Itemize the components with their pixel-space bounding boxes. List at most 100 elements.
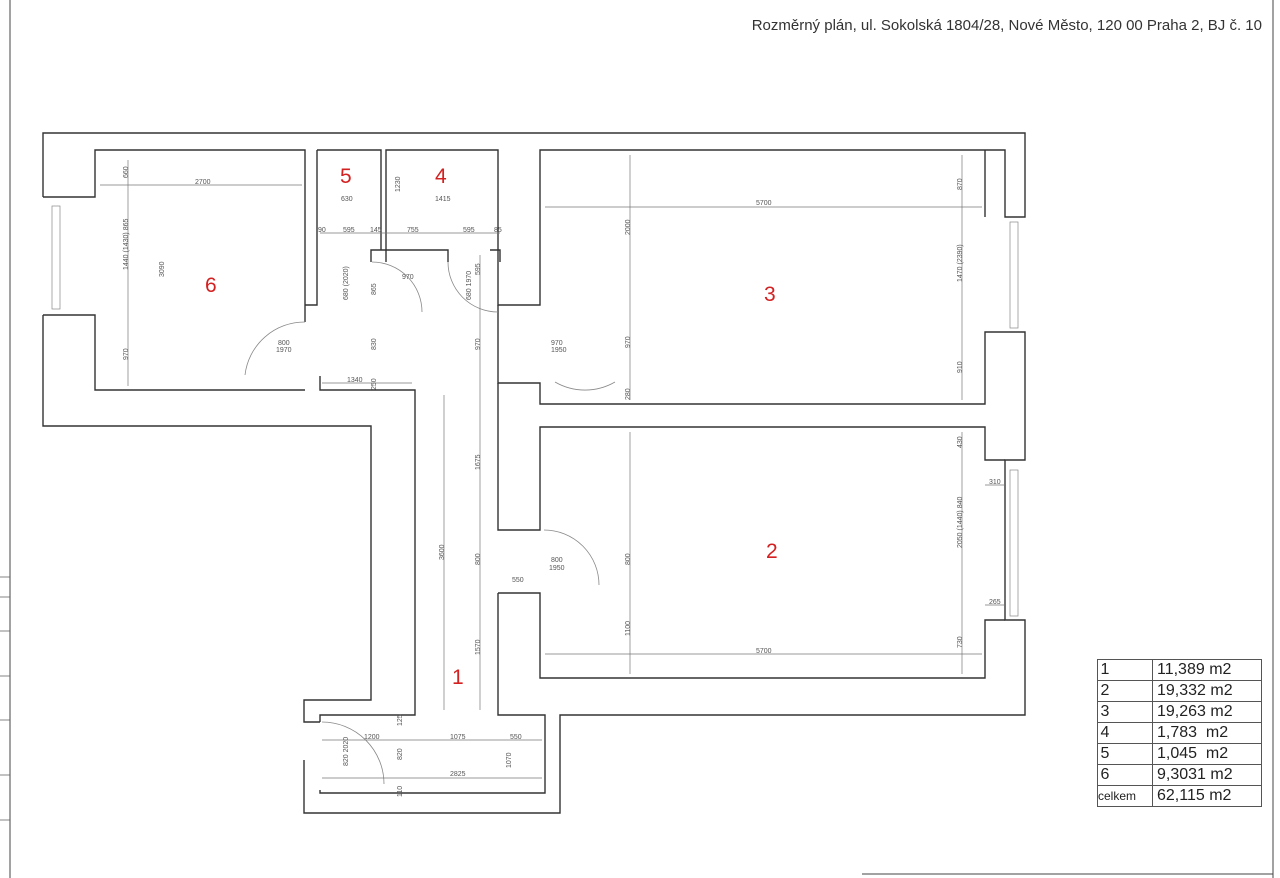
area-room-number: 4 bbox=[1097, 722, 1153, 744]
area-value: 1,783 m2 bbox=[1152, 722, 1262, 744]
dim-label: 265 bbox=[989, 599, 1001, 606]
area-room-number-text: 4 bbox=[1100, 724, 1110, 741]
area-room-number: 6 bbox=[1097, 764, 1153, 786]
svg-text:970: 970 bbox=[625, 336, 632, 348]
dim-label: 970 bbox=[551, 340, 563, 347]
area-room-number-text: 3 bbox=[1100, 703, 1110, 720]
room-1-label: 1 bbox=[452, 666, 464, 689]
svg-text:910: 910 bbox=[957, 361, 964, 373]
area-row: 4 1,783 m2 bbox=[1097, 722, 1262, 744]
svg-text:680 1970: 680 1970 bbox=[466, 271, 473, 300]
dim-label: 2700 bbox=[195, 179, 211, 186]
area-value: 19,332 m2 bbox=[1152, 680, 1262, 702]
svg-text:250: 250 bbox=[371, 378, 378, 390]
room-6-label: 6 bbox=[205, 274, 217, 297]
svg-text:800: 800 bbox=[625, 553, 632, 565]
area-room-number: 1 bbox=[1097, 659, 1153, 681]
svg-text:110: 110 bbox=[397, 786, 404, 797]
area-room-number-text: 5 bbox=[1100, 745, 1110, 762]
area-value: 11,389 m2 bbox=[1152, 659, 1262, 681]
room-3-label: 3 bbox=[764, 283, 776, 306]
svg-text:2000: 2000 bbox=[625, 219, 632, 235]
area-row: 2 19,332 m2 bbox=[1097, 680, 1262, 702]
svg-text:1230: 1230 bbox=[395, 176, 402, 192]
dim-label: 5700 bbox=[756, 648, 772, 655]
dim-label: 630 bbox=[341, 196, 353, 203]
svg-text:2050 (1440) 840: 2050 (1440) 840 bbox=[957, 497, 964, 548]
svg-text:280: 280 bbox=[625, 388, 632, 400]
svg-text:1440 (1430) 865: 1440 (1430) 865 bbox=[123, 219, 130, 270]
dim-label: 90 bbox=[318, 227, 326, 234]
area-room-number: 3 bbox=[1097, 701, 1153, 723]
dim-label: 550 bbox=[510, 734, 522, 741]
plan-title: Rozměrný plán, ul. Sokolská 1804/28, Nov… bbox=[751, 17, 1262, 34]
svg-text:870: 870 bbox=[957, 178, 964, 190]
dim-label: 595 bbox=[463, 227, 475, 234]
room-4-label: 4 bbox=[435, 165, 447, 188]
svg-text:1675: 1675 bbox=[475, 454, 482, 470]
area-value: 9,3031 m2 bbox=[1152, 764, 1262, 786]
dim-label: 1950 bbox=[551, 347, 567, 354]
area-room-number: celkem bbox=[1097, 785, 1153, 807]
svg-text:830: 830 bbox=[371, 338, 378, 350]
room-5-label: 5 bbox=[340, 165, 352, 188]
svg-text:1570: 1570 bbox=[475, 639, 482, 655]
area-value: 62,115 m2 bbox=[1152, 785, 1262, 807]
svg-text:865: 865 bbox=[371, 283, 378, 295]
dim-label: 800 bbox=[551, 557, 563, 564]
svg-text:1470 (2390): 1470 (2390) bbox=[957, 244, 964, 282]
dim-label: 970 bbox=[402, 274, 414, 281]
door-swings bbox=[244, 261, 616, 785]
dim-label: 755 bbox=[407, 227, 419, 234]
svg-text:3600: 3600 bbox=[439, 544, 446, 560]
area-value: 19,263 m2 bbox=[1152, 701, 1262, 723]
dim-label: 1415 bbox=[435, 196, 451, 203]
dim-label: 550 bbox=[512, 577, 524, 584]
windows bbox=[51, 205, 1019, 617]
dim-label: 310 bbox=[989, 479, 1001, 486]
svg-text:660: 660 bbox=[123, 166, 130, 178]
area-room-number: 5 bbox=[1097, 743, 1153, 765]
area-value: 1,045 m2 bbox=[1152, 743, 1262, 765]
dim-label: 2825 bbox=[450, 771, 466, 778]
svg-text:800: 800 bbox=[475, 553, 482, 565]
dim-label: 1075 bbox=[450, 734, 466, 741]
svg-text:595: 595 bbox=[475, 263, 482, 275]
dim-label: 595 bbox=[343, 227, 355, 234]
area-row: 1 11,389 m2 bbox=[1097, 659, 1262, 681]
svg-text:970: 970 bbox=[475, 338, 482, 350]
dimension-lines bbox=[100, 155, 1005, 779]
dim-label: 800 bbox=[278, 340, 290, 347]
dim-label: 1970 bbox=[276, 347, 292, 354]
dim-label: 1340 bbox=[347, 377, 363, 384]
area-row: 5 1,045 m2 bbox=[1097, 743, 1262, 765]
svg-text:125: 125 bbox=[397, 714, 404, 726]
svg-text:1100: 1100 bbox=[625, 621, 632, 636]
area-row: 6 9,3031 m2 bbox=[1097, 764, 1262, 786]
dim-label: 85 bbox=[494, 227, 502, 234]
area-room-number: 2 bbox=[1097, 680, 1153, 702]
area-room-number-text: 6 bbox=[1100, 766, 1110, 783]
svg-text:680 (2020): 680 (2020) bbox=[343, 266, 350, 300]
outer-walls bbox=[42, 132, 1026, 814]
dim-label: 145 bbox=[370, 227, 382, 234]
svg-text:1070: 1070 bbox=[506, 752, 513, 768]
svg-text:820 2020: 820 2020 bbox=[343, 737, 350, 766]
frame-ticks bbox=[0, 576, 10, 821]
svg-text:820: 820 bbox=[397, 748, 404, 760]
dimension-labels-vertical: 660 1440 (1430) 865 3090 970 1230 680 (2… bbox=[123, 166, 964, 797]
dim-label: 1200 bbox=[364, 734, 380, 741]
area-row: 3 19,263 m2 bbox=[1097, 701, 1262, 723]
svg-text:970: 970 bbox=[123, 348, 130, 360]
dim-label: 1950 bbox=[549, 565, 565, 572]
area-room-number-text: 2 bbox=[1100, 682, 1110, 699]
svg-text:3090: 3090 bbox=[159, 261, 166, 277]
area-room-number-text: 1 bbox=[1100, 661, 1110, 678]
svg-text:730: 730 bbox=[957, 636, 964, 648]
room-2-label: 2 bbox=[766, 540, 778, 563]
dimension-labels: 2700 630 1415 90 595 145 755 595 85 970 … bbox=[195, 179, 1001, 778]
